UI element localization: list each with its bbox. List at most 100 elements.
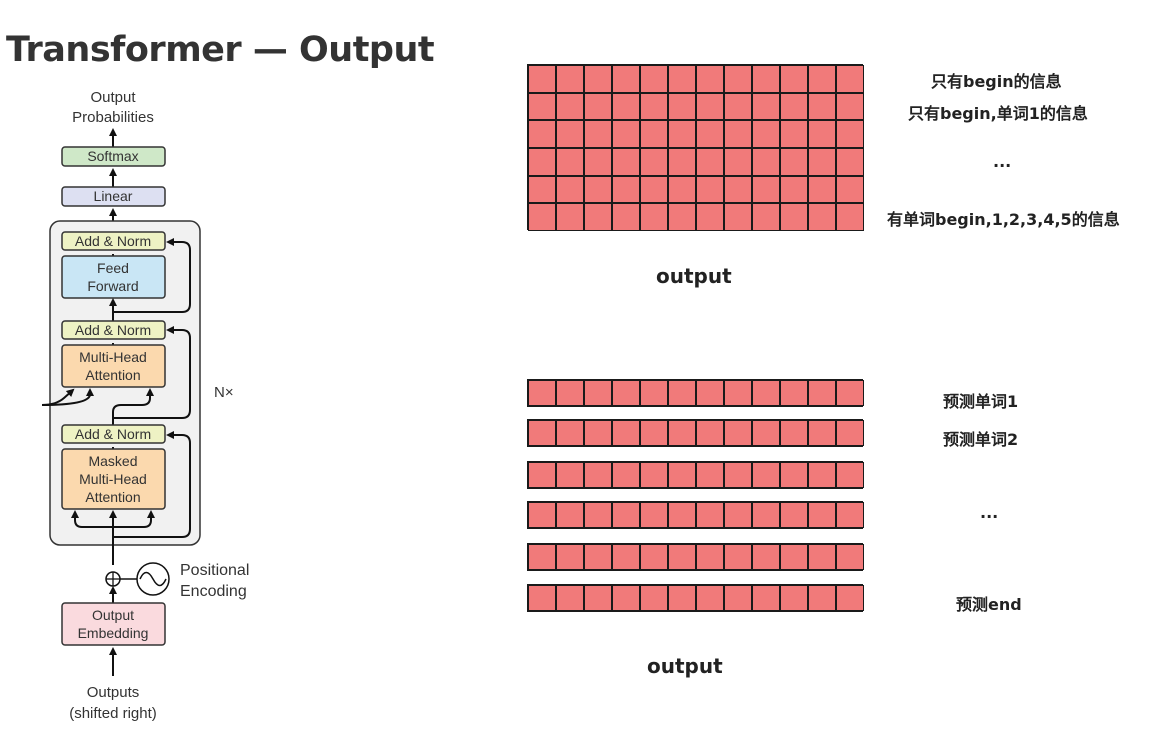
row-cell (836, 462, 864, 488)
row-cell (808, 544, 836, 570)
row-cell (612, 420, 640, 446)
matrix-cell (584, 92, 612, 121)
prediction-row-5 (527, 543, 864, 571)
row-cell (780, 420, 808, 446)
add-norm-box-top (61, 231, 166, 251)
matrix-cell (836, 92, 864, 121)
linear-box (61, 186, 166, 207)
row-cell (836, 502, 864, 528)
row-cell (780, 462, 808, 488)
matrix-cell (556, 148, 584, 176)
row-cell (584, 380, 612, 406)
row-cell (724, 462, 752, 488)
add-norm-label-top: Add & Norm (75, 233, 151, 249)
positional-encoding-line1: Positional (180, 562, 249, 579)
matrix-cell (668, 65, 696, 93)
top-row-label-2: 只有begin,单词1的信息 (908, 104, 1088, 123)
outputs-line1: Outputs (87, 684, 140, 701)
matrix-cell (668, 148, 696, 176)
transformer-decoder-diagram: Output Probabilities Softmax Linear Add … (41, 89, 249, 722)
matrix-cell (696, 148, 724, 176)
matrix-cell (528, 175, 556, 204)
row-cell (584, 420, 612, 446)
row-cell (724, 585, 752, 611)
row-cell (780, 544, 808, 570)
output-embedding-label-1: Output (92, 607, 134, 623)
row-cell (668, 380, 696, 406)
matrix-cell (724, 120, 752, 148)
row-cell (696, 380, 724, 406)
row-cell (724, 502, 752, 528)
row-cell (836, 544, 864, 570)
row-cell (668, 585, 696, 611)
softmax-box (61, 146, 166, 167)
bottom-output-caption: output (647, 654, 723, 678)
row-cell (640, 462, 668, 488)
matrix-cell (752, 65, 780, 93)
top-row-label-4: 有单词begin,1,2,3,4,5的信息 (887, 210, 1120, 229)
row-cell (556, 380, 584, 406)
row-cell (528, 544, 556, 570)
row-cell (780, 502, 808, 528)
matrix-cell (612, 148, 640, 176)
row-cell (584, 462, 612, 488)
output-matrix (527, 64, 864, 231)
feed-forward-label-1: Feed (97, 260, 129, 276)
row-cell (808, 585, 836, 611)
matrix-cell (528, 92, 556, 121)
output-embedding-box (61, 602, 166, 646)
matrix-cell (752, 120, 780, 148)
matrix-cell (612, 65, 640, 93)
row-cell (612, 544, 640, 570)
matrix-cell (836, 175, 864, 204)
row-cell (780, 380, 808, 406)
matrix-cell (752, 148, 780, 176)
row-cell (612, 585, 640, 611)
matrix-cell (640, 120, 668, 148)
matrix-cell (556, 65, 584, 93)
matrix-cell (808, 120, 836, 148)
matrix-cell (836, 148, 864, 176)
row-cell (808, 462, 836, 488)
row-cell (556, 462, 584, 488)
matrix-cell (836, 120, 864, 148)
row-cell (556, 544, 584, 570)
output-embedding-label-2: Embedding (78, 625, 149, 641)
row-cell (668, 502, 696, 528)
row-cell (808, 420, 836, 446)
row-cell (584, 502, 612, 528)
masked-attention-label-1: Masked (88, 453, 137, 469)
matrix-cell (724, 92, 752, 121)
matrix-cell (612, 120, 640, 148)
row-cell (696, 585, 724, 611)
top-row-label-3: ... (993, 152, 1012, 171)
row-cell (752, 462, 780, 488)
row-cell (724, 420, 752, 446)
matrix-cell (808, 148, 836, 176)
outputs-line2: (shifted right) (69, 705, 157, 722)
row-cell (780, 585, 808, 611)
top-row-label-1: 只有begin的信息 (931, 72, 1062, 91)
matrix-cell (640, 203, 668, 231)
matrix-cell (724, 65, 752, 93)
prediction-row-3 (527, 461, 864, 489)
matrix-cell (612, 175, 640, 204)
matrix-cell (584, 175, 612, 204)
matrix-cell (584, 148, 612, 176)
positional-encoding-line2: Encoding (180, 583, 247, 600)
matrix-cell (668, 203, 696, 231)
matrix-cell (808, 65, 836, 93)
matrix-cell (780, 175, 808, 204)
row-cell (696, 462, 724, 488)
matrix-cell (808, 203, 836, 231)
matrix-cell (752, 175, 780, 204)
output-probabilities-line1: Output (90, 89, 136, 106)
matrix-cell (780, 92, 808, 121)
row-cell (556, 420, 584, 446)
row-cell (836, 585, 864, 611)
matrix-cell (528, 120, 556, 148)
matrix-cell (528, 65, 556, 93)
row-cell (612, 462, 640, 488)
row-cell (668, 462, 696, 488)
prediction-row-6 (527, 584, 864, 612)
